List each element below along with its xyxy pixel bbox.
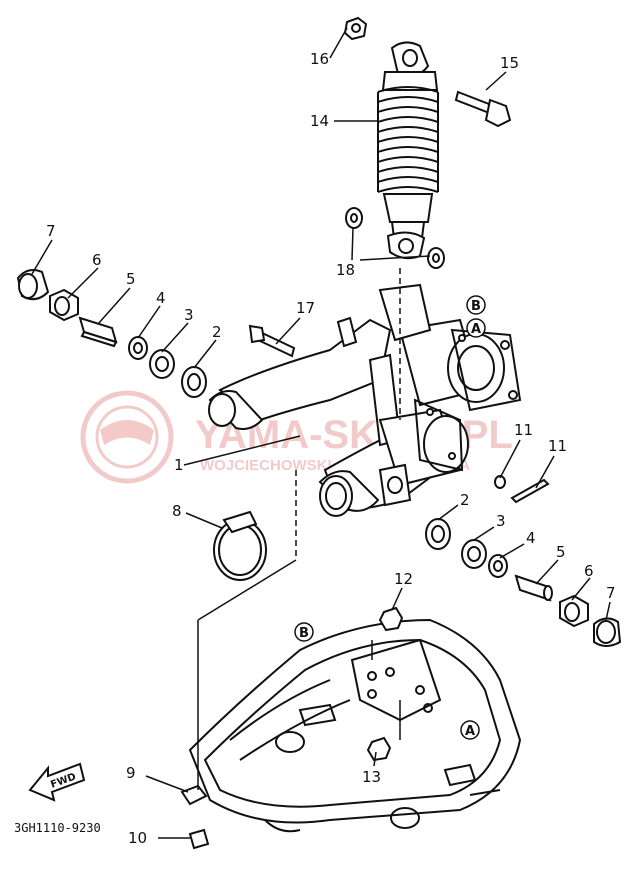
skid-guard <box>180 618 522 833</box>
callout-17: 11 <box>514 421 533 439</box>
watermark-logo <box>80 390 174 484</box>
bearing-stack-right <box>425 518 622 647</box>
callout-7-right: 7 <box>606 584 616 602</box>
shock-top-bolt <box>454 90 512 128</box>
bracket-bolts <box>188 606 404 850</box>
callout-3-left: 3 <box>184 306 194 324</box>
svg-text:A: A <box>471 322 481 337</box>
shock-absorber <box>377 41 439 260</box>
ref-mark-a-top: A <box>466 318 486 338</box>
leader-lines <box>31 27 611 839</box>
callout-2-right: 2 <box>460 491 470 509</box>
callout-11-lower: 13 <box>362 768 381 786</box>
shock-top-nut <box>343 16 368 41</box>
callout-7-left: 7 <box>46 222 56 240</box>
callout-2-left: 2 <box>212 323 222 341</box>
callout-11-upper: 12 <box>394 570 413 588</box>
ref-mark-b-bottom: B <box>294 622 314 642</box>
callout-3-right: 3 <box>496 512 506 530</box>
callout-4-left: 4 <box>156 289 166 307</box>
swingarm <box>208 283 522 517</box>
callout-12: 14 <box>310 112 329 130</box>
cotter-pin-set <box>494 475 550 504</box>
shock-washers <box>345 207 445 269</box>
callout-13: 15 <box>500 54 519 72</box>
callout-6-left: 6 <box>92 251 102 269</box>
callout-9: 9 <box>126 764 136 782</box>
reference-marks: B A B A <box>294 295 486 740</box>
callout-1: 1 <box>174 456 184 474</box>
ref-mark-a-bottom: A <box>460 720 480 740</box>
callout-18: 11 <box>548 437 567 455</box>
callout-5-right: 5 <box>556 543 566 561</box>
diagram-code: 3GH1110-9230 <box>14 821 101 835</box>
svg-text:B: B <box>299 626 309 641</box>
callout-6-right: 6 <box>584 562 594 580</box>
swingarm-bolt <box>248 324 296 358</box>
hose-clamp <box>213 510 267 581</box>
callout-5-left: 5 <box>126 270 136 288</box>
shock-spring <box>377 86 439 193</box>
callout-15: 17 <box>296 299 315 317</box>
callout-10: 10 <box>128 829 147 847</box>
svg-text:A: A <box>465 724 475 739</box>
callout-14: 16 <box>310 50 329 68</box>
callout-16: 18 <box>336 261 355 279</box>
svg-text:B: B <box>471 299 481 314</box>
callouts: 16 15 14 18 17 7 6 5 4 3 2 1 8 11 11 2 3… <box>46 50 616 847</box>
callout-4-right: 4 <box>526 529 536 547</box>
ref-mark-b-top: B <box>466 295 486 315</box>
callout-8: 8 <box>172 502 182 520</box>
forward-direction-arrow: FWD <box>28 762 86 802</box>
